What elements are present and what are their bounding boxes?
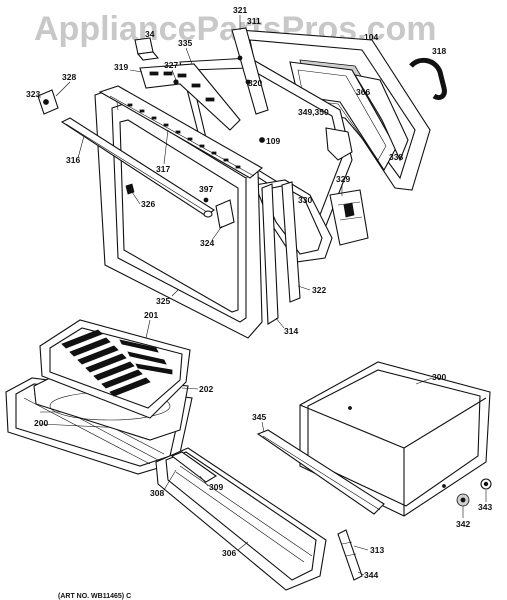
drawer-rod-344 — [337, 529, 363, 581]
clip-327 — [173, 79, 179, 85]
label-342: 342 — [456, 519, 470, 529]
screw-397 — [203, 197, 209, 203]
label-316: 316 — [66, 155, 80, 165]
label-200: 200 — [34, 418, 48, 428]
clip-326 — [125, 183, 135, 195]
label-329: 329 — [336, 174, 350, 184]
drawer-front-panel — [155, 447, 327, 591]
door-handle — [60, 117, 215, 218]
drawer-glide-343 — [480, 478, 492, 490]
label-300: 300 — [432, 372, 446, 382]
door-side-rails — [231, 27, 269, 115]
label-338: 338 — [389, 152, 403, 162]
label-330: 330 — [298, 195, 312, 205]
label-201: 201 — [144, 310, 158, 320]
label-324: 324 — [200, 238, 214, 248]
label-311: 311 — [247, 16, 261, 26]
label-308: 308 — [150, 488, 164, 498]
label-109: 109 — [266, 136, 280, 146]
drawer-slide — [256, 429, 385, 515]
label-345: 345 — [252, 412, 266, 422]
label-202: 202 — [199, 384, 213, 394]
label-322: 322 — [312, 285, 326, 295]
label-327: 327 — [164, 60, 178, 70]
label-320: 320 — [248, 78, 262, 88]
label-306: 306 — [222, 548, 236, 558]
label-326: 326 — [141, 199, 155, 209]
label-309: 309 — [209, 482, 223, 492]
storage-drawer — [299, 361, 491, 517]
door-hinge-trim — [329, 189, 369, 246]
handle-end-cap — [37, 89, 59, 115]
art-number: (ART NO. WB11465) C — [58, 593, 131, 600]
part-labels: 321 311 34 335 104 318 328 319 327 323 3… — [26, 5, 492, 580]
label-397: 397 — [199, 184, 213, 194]
label-313: 313 — [370, 545, 384, 555]
door-vent-trim — [139, 63, 241, 131]
label-335: 335 — [178, 38, 192, 48]
label-366: 366 — [356, 87, 370, 97]
door-gasket — [409, 57, 447, 101]
label-319: 319 — [114, 62, 128, 72]
label-325: 325 — [156, 296, 170, 306]
label-328: 328 — [62, 72, 76, 82]
drawer-glide-342 — [456, 493, 470, 507]
broiler-grid-201 — [39, 319, 191, 419]
label-104: 104 — [364, 32, 378, 42]
label-344: 344 — [364, 570, 378, 580]
drawer-rail-308 — [170, 451, 218, 483]
label-318: 318 — [432, 46, 446, 56]
label-321: 321 — [233, 5, 247, 15]
label-343: 343 — [478, 502, 492, 512]
label-317: 317 — [156, 164, 170, 174]
label-314: 314 — [284, 326, 298, 336]
door-top-vent — [98, 85, 263, 179]
door-side-trim — [261, 181, 301, 325]
label-349-350: 349,350 — [298, 107, 329, 117]
label-34: 34 — [145, 29, 155, 39]
bracket-34 — [134, 37, 160, 61]
bracket-324 — [215, 199, 235, 229]
label-323: 323 — [26, 89, 40, 99]
